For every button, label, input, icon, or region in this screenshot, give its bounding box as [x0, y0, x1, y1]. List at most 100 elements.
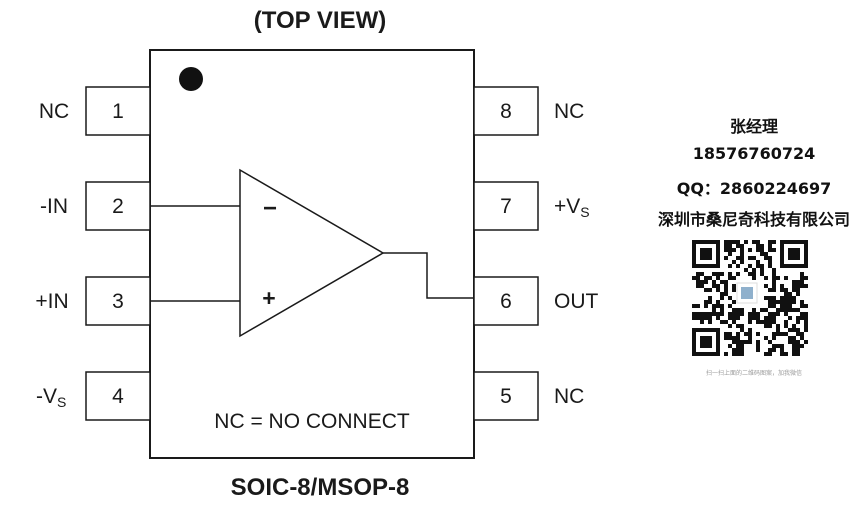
qr-module — [720, 312, 724, 316]
qr-module — [792, 252, 796, 256]
qr-module — [804, 328, 808, 332]
qr-module — [768, 340, 772, 344]
contact-company: 深圳市桑尼奇科技有限公司 — [657, 210, 850, 229]
qr-module — [772, 280, 776, 284]
qr-module — [716, 288, 720, 292]
qr-module — [792, 240, 796, 244]
qr-module — [760, 264, 764, 268]
qr-module — [796, 264, 800, 268]
qr-module — [756, 316, 760, 320]
qr-module — [744, 340, 748, 344]
qr-module — [692, 260, 696, 264]
qr-module — [772, 276, 776, 280]
qr-module — [788, 304, 792, 308]
qr-module — [716, 340, 720, 344]
qr-module — [800, 344, 804, 348]
qr-module — [716, 284, 720, 288]
qr-module — [796, 344, 800, 348]
qr-module — [700, 264, 704, 268]
qr-module — [708, 328, 712, 332]
qr-module — [792, 300, 796, 304]
qr-module — [800, 272, 804, 276]
qr-module — [796, 332, 800, 336]
qr-module — [728, 272, 732, 276]
qr-module — [704, 280, 708, 284]
qr-module — [796, 248, 800, 252]
pin-4-label-sub: S — [57, 394, 66, 410]
qr-module — [740, 328, 744, 332]
qr-module — [704, 316, 708, 320]
qr-module — [692, 340, 696, 344]
qr-module — [696, 284, 700, 288]
qr-module — [748, 316, 752, 320]
qr-module — [736, 348, 740, 352]
qr-module — [708, 256, 712, 260]
qr-module — [776, 312, 780, 316]
qr-module — [724, 292, 728, 296]
qr-module — [696, 312, 700, 316]
qr-module — [724, 240, 728, 244]
qr-module — [772, 320, 776, 324]
qr-module — [784, 320, 788, 324]
qr-module — [764, 256, 768, 260]
pin-4-box — [85, 371, 151, 421]
qr-module — [712, 280, 716, 284]
qr-module — [788, 296, 792, 300]
qr-module — [716, 352, 720, 356]
qr-module — [780, 344, 784, 348]
qr-module — [732, 260, 736, 264]
qr-module — [764, 276, 768, 280]
qr-module — [780, 300, 784, 304]
qr-module — [788, 336, 792, 340]
qr-module — [728, 252, 732, 256]
qr-module — [792, 248, 796, 252]
qr-module — [780, 264, 784, 268]
qr-module — [756, 264, 760, 268]
qr-module — [756, 244, 760, 248]
pin-6-label: OUT — [554, 290, 599, 313]
qr-module — [692, 332, 696, 336]
qr-module — [728, 264, 732, 268]
qr-module — [796, 284, 800, 288]
qr-module — [772, 240, 776, 244]
qr-module — [700, 340, 704, 344]
qr-module — [768, 348, 772, 352]
qr-module — [796, 252, 800, 256]
qr-module — [772, 344, 776, 348]
qr-module — [692, 312, 696, 316]
qr-module — [744, 332, 748, 336]
pin-8-box — [473, 86, 539, 136]
qr-module — [776, 328, 780, 332]
qr-module — [756, 344, 760, 348]
qr-module — [752, 268, 756, 272]
qr-module — [804, 312, 808, 316]
package-label: SOIC-8/MSOP-8 — [231, 474, 410, 501]
qr-module — [692, 244, 696, 248]
qr-module — [712, 264, 716, 268]
qr-module — [788, 256, 792, 260]
pin-8-label: NC — [554, 100, 584, 123]
qr-module — [796, 292, 800, 296]
qr-module — [792, 308, 796, 312]
qr-module — [700, 284, 704, 288]
qr-module — [772, 296, 776, 300]
qr-module — [732, 248, 736, 252]
qr-module — [732, 348, 736, 352]
qr-module — [796, 316, 800, 320]
qr-module — [764, 324, 768, 328]
qr-module — [728, 240, 732, 244]
qr-module — [708, 320, 712, 324]
qr-module — [748, 320, 752, 324]
qr-module — [780, 352, 784, 356]
qr-module — [720, 280, 724, 284]
qr-module — [748, 312, 752, 316]
qr-module — [720, 308, 724, 312]
qr-module — [692, 304, 696, 308]
qr-module — [692, 348, 696, 352]
qr-module — [692, 344, 696, 348]
qr-module — [800, 304, 804, 308]
qr-module — [740, 308, 744, 312]
qr-module — [804, 244, 808, 248]
qr-module — [740, 352, 744, 356]
qr-module — [804, 248, 808, 252]
